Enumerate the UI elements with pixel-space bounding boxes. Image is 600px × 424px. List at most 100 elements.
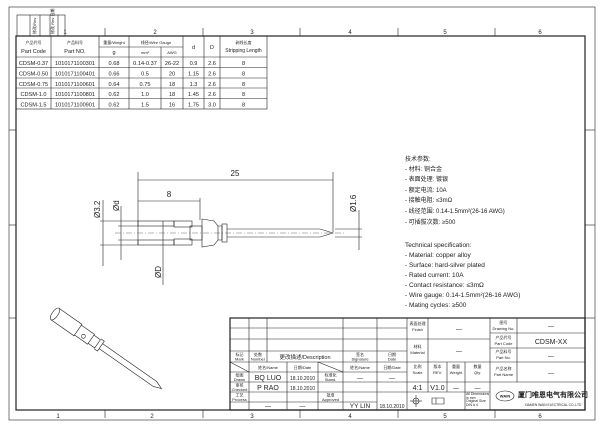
qty-cn: 数量 [474, 363, 482, 369]
outer-border [8, 6, 596, 421]
drawn-date: 18.10.2010 [290, 376, 315, 382]
technical-specs-cn: 技术参数: - 材料: 铜合金 - 表面处理: 镀银 - 额定电流: 10A -… [405, 155, 505, 226]
cell-mm2: 0.14-0.37 [133, 61, 157, 67]
signature-cn: 签名 [356, 351, 364, 357]
cell-awg: 18 [169, 92, 175, 98]
part-code-cn: 产品代号 [496, 334, 512, 340]
cell-weight: 0.62 [109, 92, 120, 98]
drawing-no-label: Drawing No. [492, 326, 514, 331]
standard-cn: 标准化 [325, 372, 337, 378]
cell-D: 2.6 [208, 82, 216, 88]
name-header: 姓名/Name [258, 364, 279, 370]
checked-label: Checked [232, 387, 248, 392]
crimp-barrel [137, 220, 203, 246]
header-mm2: mm² [141, 50, 150, 55]
part-name-cn: 产品名称 [496, 365, 512, 371]
zone-1-bottom: 1 [56, 414, 60, 420]
spec-cn-line: - 线径范围: 0.14-1.5mm²(26-16 AWG) [405, 207, 505, 215]
approved-date: 18.10.2010 [379, 404, 404, 410]
material-label: Material [410, 350, 424, 355]
cell-weight: 0.68 [109, 61, 120, 67]
header-stripping-cn: 剥线长度 [236, 39, 252, 45]
process-cn: 工艺 [236, 393, 244, 398]
spec-en-line: - Wire gauge: 0.14-1.5mm²(26-16 AWG) [405, 292, 520, 299]
finish-label: Finish [412, 327, 423, 332]
logo-text: WAIN [500, 394, 511, 399]
signature-label: Signature [351, 357, 369, 362]
zone-4-bottom: 4 [348, 414, 352, 420]
title-block: 标记 Mark 处数 Number 更改描述/Description 签名 Si… [229, 317, 588, 411]
cell-code: CDSM-0.75 [19, 82, 48, 88]
cell-no: 1010171100801 [55, 92, 95, 98]
connector-side-view: 25 8 Ø3.2 Ød ØD Ø1.6 [93, 169, 362, 285]
part-no-cn: 产品料号 [496, 348, 512, 354]
part-no-label: Part No. [496, 355, 511, 360]
cell-D: 2.6 [208, 92, 216, 98]
spec-en-line: - Surface: hard-silver plated [405, 262, 485, 269]
zone-labels-top: 1 2 3 4 5 6 [63, 30, 542, 36]
cell-no: 1010171100401 [55, 72, 95, 78]
drawn-cn: 绘图 [236, 372, 244, 378]
cell-awg: 20 [169, 72, 175, 78]
cell-code: CDSM-0.37 [19, 61, 48, 67]
ring [221, 223, 228, 243]
header-part-code-cn: 产品代号 [26, 39, 42, 45]
header-part-code: Part Code [21, 49, 46, 55]
part-name-label: Part Name [494, 372, 514, 377]
rev-cn: 版本 [434, 363, 442, 369]
checked-name: P RAO [257, 385, 279, 392]
cell-strip: 8 [242, 92, 245, 98]
part-no-value: — [548, 354, 554, 360]
dim-D-diameter: ØD [154, 266, 163, 278]
standard-label: Stand. [325, 377, 337, 382]
part-code-value: CDSM-XX [535, 339, 568, 346]
spec-en-title: Technical specification: [405, 242, 472, 249]
weight-label: Weight [450, 370, 463, 375]
approved-cn: 批准 [327, 392, 335, 398]
revision-box: 修改/Rev 修改 Rev 日期 [16, 9, 66, 37]
spec-cn-line: - 表面处理: 镀银 [405, 175, 448, 183]
part-name-value: — [548, 371, 554, 377]
zone-labels-bottom: 1 2 3 4 5 6 [56, 414, 542, 420]
header-weight: 重量/Weight [103, 39, 125, 45]
pin [227, 228, 335, 238]
date-label: Date [388, 357, 397, 362]
approved-label: Approved [322, 397, 339, 402]
standard-date: — [389, 376, 395, 382]
approved-name: YY LIN [350, 403, 371, 410]
part-code-label: Part Code [494, 341, 513, 346]
cell-D: 3.0 [208, 103, 216, 109]
drawn-name: BQ LUO [255, 375, 282, 382]
revision-label: 修改/Rev [31, 18, 37, 34]
cell-awg: 18 [169, 82, 175, 88]
cell-d: 1.3 [190, 82, 198, 88]
zone-4: 4 [348, 30, 352, 36]
mark-label: Mark [235, 357, 244, 362]
name-header-2: 姓名/Name [350, 364, 371, 370]
mark-cn: 标记 [236, 351, 244, 357]
cell-awg: 16 [169, 103, 175, 109]
cell-D: 2.6 [208, 72, 216, 78]
header-part-no-cn: 产品料号 [67, 39, 83, 45]
material-cn: 材料 [414, 343, 422, 349]
date-header-2: 日期/Date [383, 364, 401, 370]
drawing-no-value: — [548, 324, 554, 330]
zone-3: 3 [250, 30, 254, 36]
spec-en-line: - Mating cycles: ≥500 [405, 302, 467, 309]
process-label: Process [232, 397, 246, 402]
finish-cn: 表面处理 [410, 320, 426, 326]
cell-mm2: 0.5 [141, 72, 149, 78]
cell-d: 1.45 [188, 92, 199, 98]
dimension-lines [100, 172, 362, 285]
finish-value: — [456, 327, 462, 333]
cell-mm2: 1.0 [141, 92, 149, 98]
cell-strip: 8 [242, 72, 245, 78]
dim-total-length: 25 [231, 169, 240, 178]
cell-no: 1010171100601 [55, 82, 95, 88]
dim-strip-length: 8 [167, 190, 172, 199]
zone-3-bottom: 3 [250, 414, 254, 420]
